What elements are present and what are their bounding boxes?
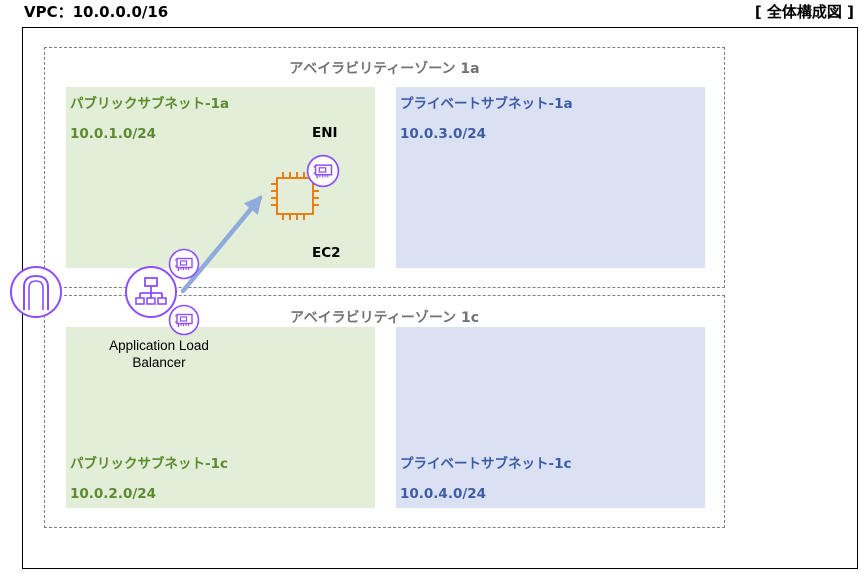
- subnet-name: プライベートサブネット-1c: [400, 456, 572, 472]
- public-subnet-1c: パブリックサブネット-1c 10.0.2.0/24: [66, 327, 375, 508]
- subnet-cidr: 10.0.2.0/24: [70, 486, 157, 502]
- subnet-cidr: 10.0.1.0/24: [70, 126, 157, 142]
- az-1c-label: アベイラビリティーゾーン 1c: [289, 310, 480, 326]
- alb-label-line2: Balancer: [132, 355, 186, 370]
- private-subnet-1c: プライベートサブネット-1c 10.0.4.0/24: [396, 327, 705, 508]
- internet-gateway-icon: [10, 266, 62, 318]
- eni-label: ENI: [312, 125, 338, 141]
- vpc-title: VPC：10.0.0.0/16: [24, 3, 169, 21]
- network-interface-icon: [306, 154, 340, 188]
- alb-label: Application Load Balancer: [79, 337, 239, 371]
- ec2-label: EC2: [312, 245, 341, 261]
- alb-label-line1: Application Load: [109, 338, 209, 353]
- load-balancer-icon: [125, 266, 177, 318]
- subnet-cidr: 10.0.4.0/24: [400, 486, 487, 502]
- network-interface-icon: [168, 304, 200, 336]
- alb-to-ec2-arrow: [180, 195, 263, 294]
- private-subnet-1a: プライベートサブネット-1a 10.0.3.0/24: [396, 87, 705, 268]
- subnet-name: パブリックサブネット-1a: [70, 96, 230, 112]
- az-1a-label: アベイラビリティーゾーン 1a: [289, 61, 480, 77]
- subnet-name: パブリックサブネット-1c: [70, 456, 228, 472]
- network-interface-icon: [168, 248, 200, 280]
- subnet-name: プライベートサブネット-1a: [400, 96, 573, 112]
- diagram-title: [ 全体構成図 ]: [754, 3, 854, 21]
- availability-zone-1c: [44, 295, 725, 528]
- subnet-cidr: 10.0.3.0/24: [400, 126, 487, 142]
- availability-zone-1a: [44, 47, 725, 288]
